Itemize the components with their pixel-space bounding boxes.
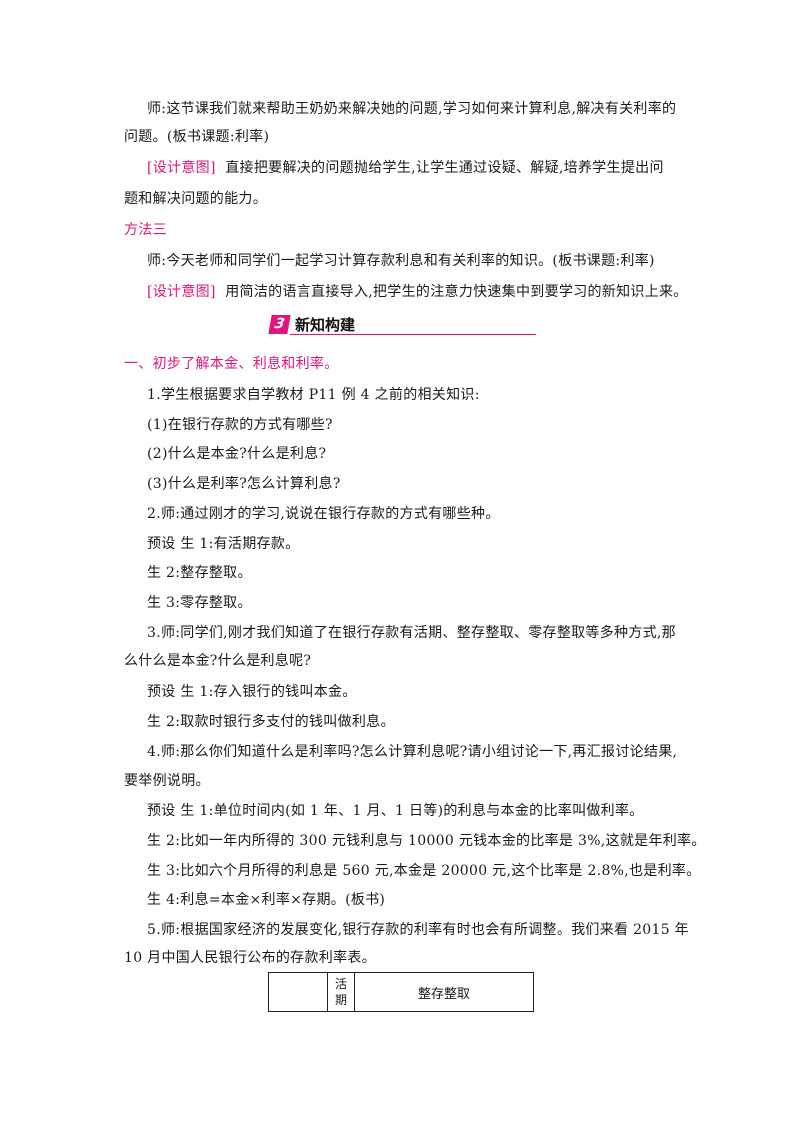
- body-line: (2)什么是本金?什么是利息?: [147, 446, 327, 462]
- table-cell-current: 活 期: [327, 972, 355, 1012]
- body-line: 2.师:通过刚才的学习,说说在银行存款的方式有哪些种。: [147, 506, 500, 522]
- body-line: 4.师:那么你们知道什么是利率吗?怎么计算利息呢?请小组讨论一下,再汇报讨论结果…: [147, 744, 678, 760]
- section-number-badge: 3: [268, 315, 291, 334]
- table-cell-current-line1: 活: [334, 977, 347, 991]
- design-intent-1: [设计意图] 直接把要解决的问题抛给学生,让学生通过设疑、解疑,培养学生提出问: [147, 158, 664, 178]
- body-line: 生 2:取款时银行多支付的钱叫做利息。: [147, 714, 395, 730]
- body-line: 生 2:整存整取。: [147, 565, 252, 581]
- body-line: 预设 生 1:有活期存款。: [147, 536, 300, 552]
- section-title: 新知构建: [295, 316, 356, 334]
- design-intent-text: 用简洁的语言直接导入,把学生的注意力快速集中到要学习的新知识上来。: [225, 284, 688, 300]
- body-line: 5.师:根据国家经济的发展变化,银行存款的利率有时也会有所调整。我们来看 201…: [147, 922, 689, 938]
- interest-rate-table: 活 期 整存整取: [268, 972, 534, 1012]
- body-line: 预设 生 1:单位时间内(如 1 年、1 月、1 日等)的利息与本金的比率叫做利…: [147, 803, 644, 819]
- section-underline: [290, 334, 536, 335]
- design-intent-tag: [设计意图]: [147, 160, 216, 176]
- table-row: 活 期 整存整取: [268, 972, 534, 1012]
- table-cell-fixed: 整存整取: [354, 972, 534, 1012]
- subheading: 一、初步了解本金、利息和利率。: [124, 356, 339, 372]
- paragraph-intro-line1: 师:这节课我们就来帮助王奶奶来解决她的问题,学习如何来计算利息,解决有关利率的: [147, 101, 677, 117]
- body-line: (3)什么是利率?怎么计算利息?: [147, 476, 341, 492]
- body-line: 1.学生根据要求自学教材 P11 例 4 之前的相关知识:: [147, 387, 480, 403]
- table-cell-current-line2: 期: [334, 993, 347, 1007]
- body-line: 么什么是本金?什么是利息呢?: [124, 653, 312, 669]
- paragraph-intro-line2: 问题。(板书课题:利率): [124, 129, 270, 145]
- body-line: 要举例说明。: [124, 773, 210, 789]
- table-cell-empty: [268, 972, 328, 1012]
- body-line: (1)在银行存款的方式有哪些?: [147, 417, 333, 433]
- body-line: 生 4:利息=本金×利率×存期。(板书): [147, 892, 386, 908]
- body-line: 生 2:比如一年内所得的 300 元钱利息与 10000 元钱本金的比率是 3%…: [147, 833, 706, 849]
- design-intent-2: [设计意图] 用简洁的语言直接导入,把学生的注意力快速集中到要学习的新知识上来。: [147, 282, 688, 302]
- body-line: 3.师:同学们,刚才我们知道了在银行存款有活期、整存整取、零存整取等多种方式,那: [147, 625, 676, 641]
- section-header: 3 新知构建: [268, 314, 536, 338]
- body-line: 预设 生 1:存入银行的钱叫本金。: [147, 684, 357, 700]
- design-intent-1-line2: 题和解决问题的能力。: [124, 191, 267, 207]
- body-line: 10 月中国人民银行公布的存款利率表。: [124, 950, 376, 966]
- body-line: 生 3:零存整取。: [147, 595, 252, 611]
- method-three-heading: 方法三: [124, 222, 167, 238]
- paragraph-method3: 师:今天老师和同学们一起学习计算存款利息和有关利率的知识。(板书课题:利率): [147, 253, 655, 269]
- body-line: 生 3:比如六个月所得的利息是 560 元,本金是 20000 元,这个比率是 …: [147, 863, 701, 879]
- design-intent-text: 直接把要解决的问题抛给学生,让学生通过设疑、解疑,培养学生提出问: [225, 160, 664, 176]
- design-intent-tag: [设计意图]: [147, 284, 216, 300]
